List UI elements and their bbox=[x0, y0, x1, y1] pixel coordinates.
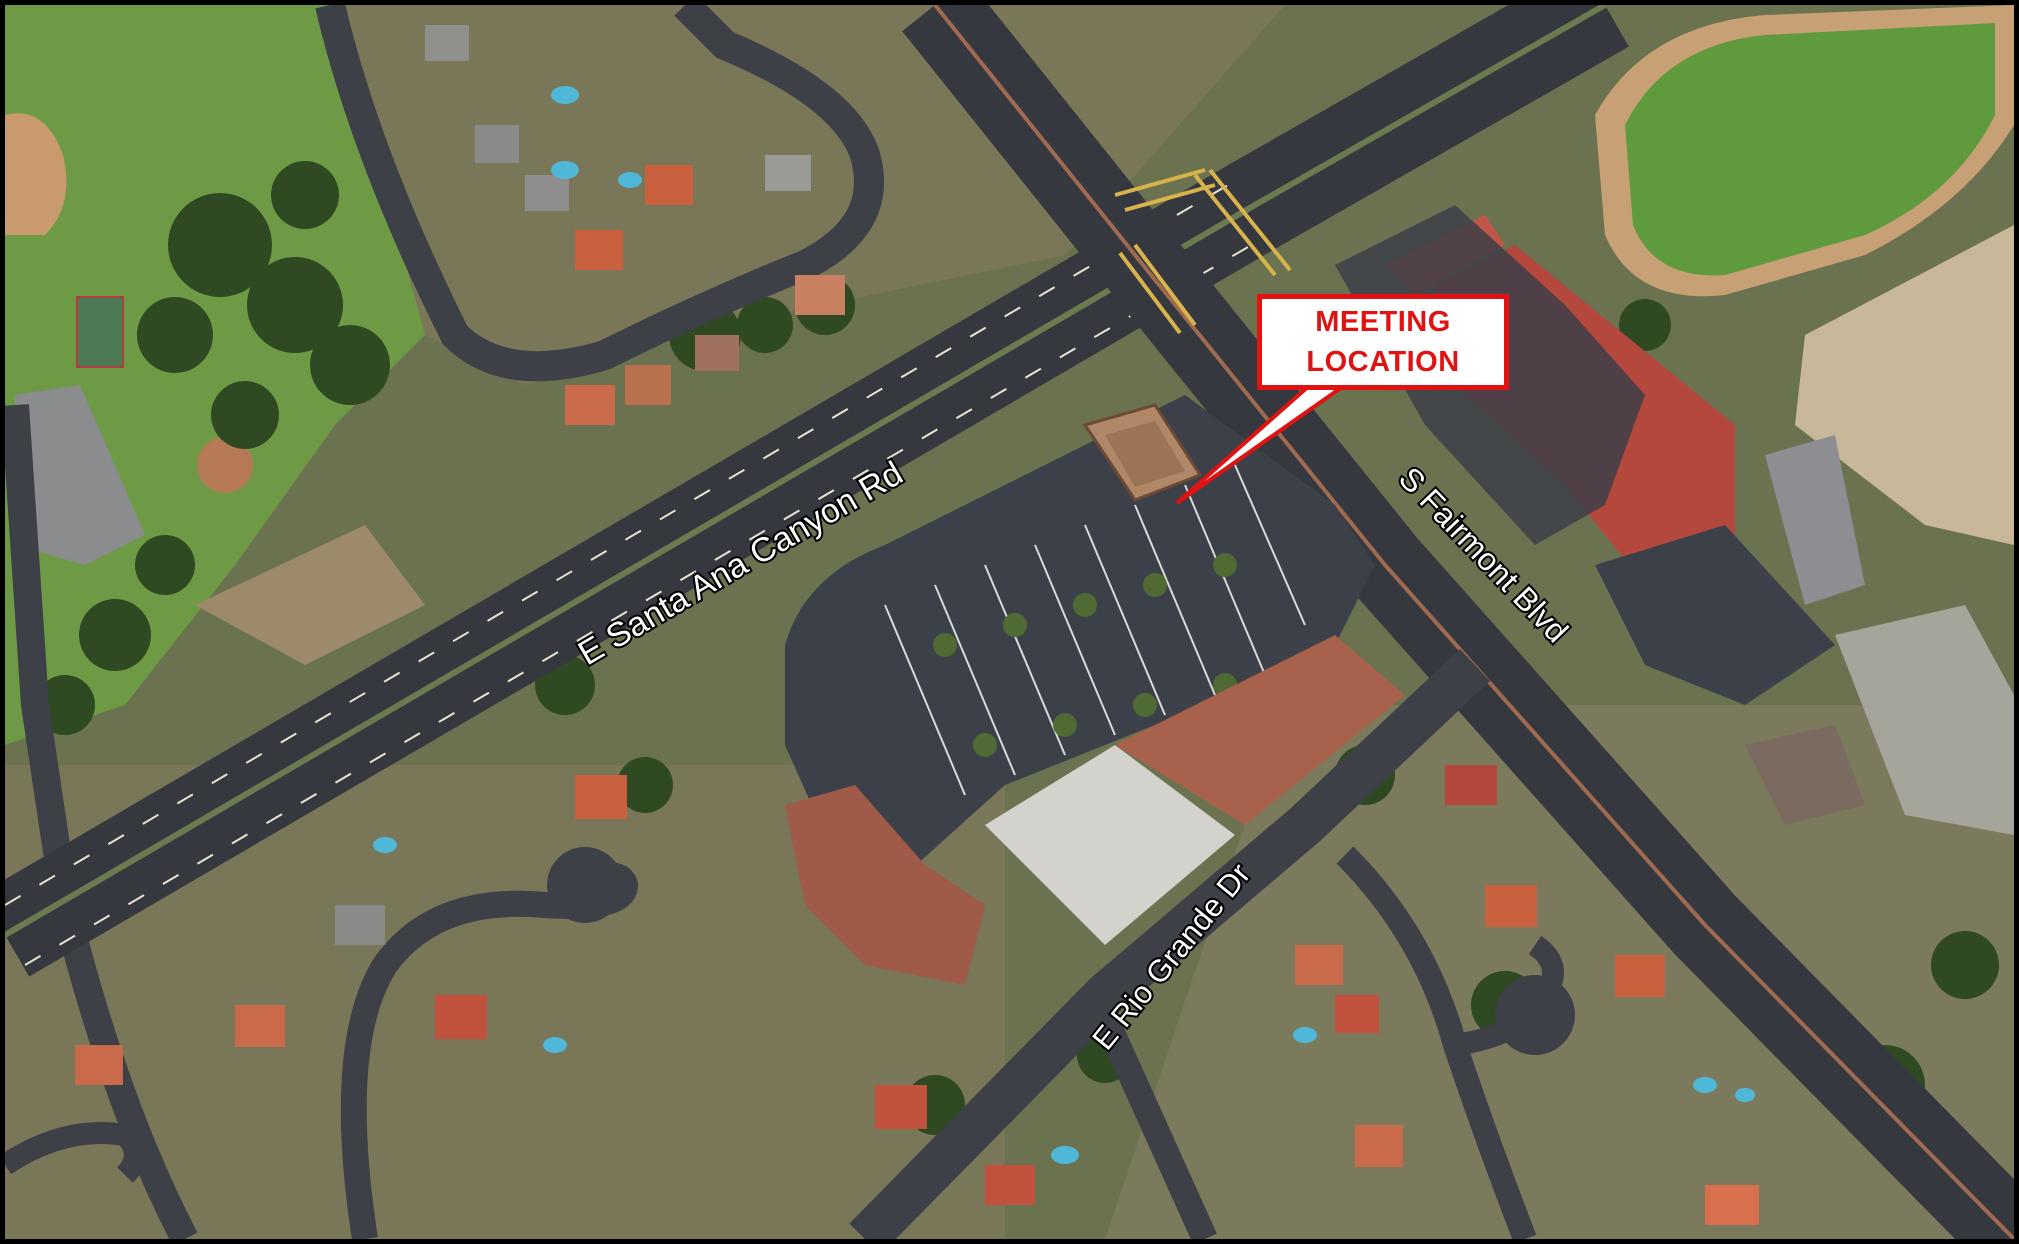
shopping-center-parking-lot bbox=[785, 395, 1375, 875]
cul-de-sac-southwest bbox=[547, 847, 623, 923]
cul-de-sac-southeast bbox=[1495, 975, 1575, 1055]
road-santa-ana-median bbox=[5, 5, 1607, 938]
residential-street-southwest bbox=[340, 862, 639, 1239]
park-dirt-area bbox=[195, 525, 425, 665]
commercial-building-white-roof bbox=[985, 745, 1235, 945]
gray-roof-building bbox=[1765, 435, 1865, 605]
road-rio-grande bbox=[849, 648, 1491, 1239]
church-building bbox=[1745, 725, 1865, 825]
parking-stall-markings bbox=[884, 464, 1306, 796]
map-canvas: E Santa Ana Canyon Rd S Fairmont Blvd E … bbox=[5, 5, 2014, 1239]
swimming-pools bbox=[373, 86, 1755, 1164]
commercial-building-south bbox=[1115, 635, 1405, 825]
meeting-building-roof bbox=[1105, 421, 1185, 487]
callout-line-2: LOCATION bbox=[1306, 346, 1460, 378]
basketball-court bbox=[76, 296, 124, 368]
callout-line-1: MEETING bbox=[1315, 306, 1451, 338]
residential-street-far-southwest bbox=[5, 1122, 146, 1183]
meeting-location-callout: MEETING LOCATION bbox=[1257, 294, 1509, 390]
road-fairmont-median bbox=[933, 5, 2014, 1239]
dirt-lot bbox=[1795, 225, 2014, 545]
playground bbox=[197, 437, 253, 493]
utility-substation bbox=[1835, 605, 2014, 835]
crosswalks bbox=[1114, 168, 1292, 335]
houses bbox=[75, 25, 1759, 1225]
parking-islands bbox=[933, 553, 1237, 757]
residential-street-north bbox=[315, 5, 884, 382]
baseball-diamond bbox=[5, 113, 67, 235]
east-parking-lot-south bbox=[1595, 525, 1835, 705]
park-parking-lot bbox=[15, 385, 145, 565]
soccer-field bbox=[1625, 23, 1995, 276]
residential-street-south bbox=[1083, 989, 1217, 1239]
commercial-building-southwest bbox=[785, 785, 985, 985]
